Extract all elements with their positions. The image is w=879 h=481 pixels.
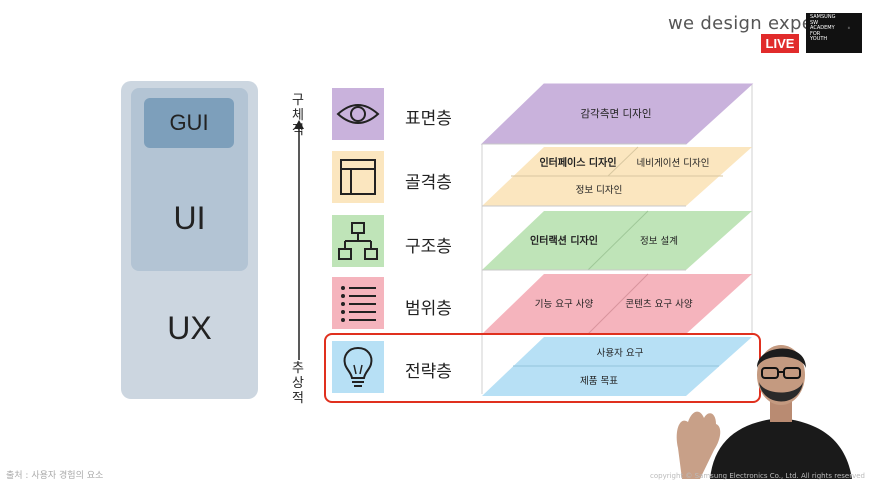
abstract-label: 추상 적	[292, 361, 304, 406]
layer-label-scope: 범위층	[405, 299, 452, 319]
gui-label: GUI	[169, 110, 209, 135]
strategy-tile	[332, 341, 384, 393]
skeleton-tile	[332, 151, 384, 203]
eye-icon	[336, 104, 380, 124]
layer-label-skeleton: 골격층	[405, 173, 452, 193]
tagline-text: we design experi	[668, 13, 827, 34]
structure-plane-left-label: 인터랙션 디자인	[530, 234, 598, 247]
surface-tile	[332, 88, 384, 140]
presenter-video	[676, 345, 852, 479]
concrete-label: 구체 적	[292, 93, 304, 138]
copyright-notice: copyright © Samsung Electronics Co., Ltd…	[650, 472, 865, 480]
ux-label: UX	[167, 310, 212, 346]
abstract-to-concrete-arrow	[294, 120, 304, 360]
list-icon	[341, 286, 376, 322]
hierarchy-tree-icon	[338, 222, 378, 260]
samsung-sw-academy-logo: SAMSUNG SW ACADEMY FOR YOUTH	[806, 13, 862, 53]
ui-label: UI	[173, 200, 206, 236]
structure-plane	[482, 211, 752, 270]
layer-label-structure: 구조층	[405, 237, 452, 257]
skeleton-plane-bottom-label: 정보 디자인	[576, 185, 623, 196]
logo-text: SAMSUNG SW ACADEMY FOR YOUTH	[810, 14, 836, 43]
skeleton-plane-right-label: 네비게이션 디자인	[637, 158, 710, 169]
scope-tile	[332, 277, 384, 329]
structure-plane-right-label: 정보 설계	[640, 235, 678, 247]
live-badge: LIVE	[761, 34, 799, 53]
source-citation: 출처 : 사용자 경험의 요소	[6, 471, 104, 481]
scope-plane-right-label: 콘텐츠 요구 사양	[625, 299, 692, 310]
strategy-plane-bottom-label: 제품 목표	[580, 376, 618, 387]
surface-plane-label: 감각측면 디자인	[581, 108, 652, 120]
layer-label-strategy: 전략층	[405, 362, 452, 382]
structure-tile	[332, 215, 384, 267]
gui-box	[144, 98, 234, 148]
tagline-dot: .	[846, 13, 852, 34]
planes-diagram: 감각측면 디자인 인터페이스 디자인 네비게이션 디자인 정보 디자인 인터랙션…	[480, 83, 754, 396]
scope-plane	[482, 274, 752, 334]
scope-plane-left-label: 기능 요구 사양	[535, 299, 594, 310]
wireframe-layout-icon	[340, 159, 376, 195]
layer-label-surface: 표면층	[405, 109, 452, 129]
lightbulb-icon	[343, 346, 373, 387]
skeleton-plane-left-label: 인터페이스 디자인	[539, 156, 616, 169]
strategy-plane-top-label: 사용자 요구	[597, 348, 644, 359]
